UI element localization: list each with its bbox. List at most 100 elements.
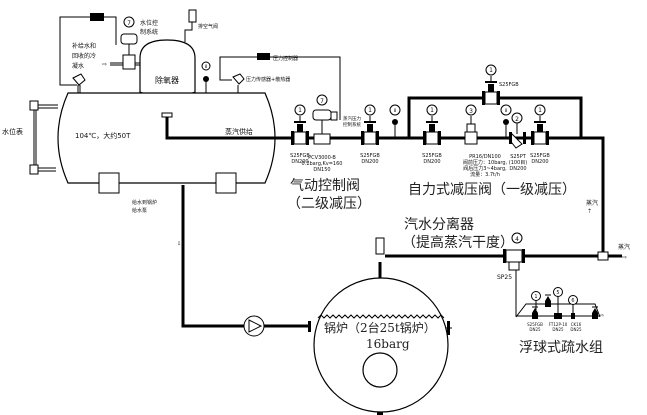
svg-text:蒸汽供给: 蒸汽供给: [225, 127, 253, 136]
pressure-sensor-icon: [232, 73, 245, 85]
svg-text:4: 4: [515, 236, 519, 243]
svg-text:蒸汽: 蒸汽: [618, 243, 630, 251]
trap-bypass-valve[interactable]: [545, 294, 551, 307]
boiler-valve[interactable]: [375, 237, 385, 255]
feedwater-pipe: [181, 185, 310, 328]
svg-text:DN25: DN25: [570, 327, 582, 332]
svg-text:PR16/DN100: PR16/DN100: [469, 154, 501, 160]
makeup-water-line: ⇨ 7 补给水和 回收的冷 凝水 水位控 制系统: [72, 16, 170, 70]
tank-saddle-right: [215, 172, 237, 194]
svg-text:S25FGB: S25FGB: [530, 153, 550, 159]
svg-text:1: 1: [489, 67, 493, 74]
svg-text:S25FGB: S25FGB: [360, 153, 380, 159]
svg-text:(100目): (100目): [509, 160, 527, 166]
svg-text:DN150: DN150: [313, 167, 330, 173]
svg-text:压力传感器+散热器: 压力传感器+散热器: [246, 76, 290, 83]
svg-text:DN200: DN200: [531, 159, 548, 165]
svg-text:8: 8: [505, 108, 508, 113]
svg-text:凝水: 凝水: [72, 62, 84, 70]
svg-text:DN200: DN200: [291, 159, 308, 165]
boiler-inlet-flange: [308, 321, 311, 332]
svg-text:0.2barg,Kv=160: 0.2barg,Kv=160: [302, 161, 343, 167]
svg-text:⇡: ⇡: [587, 208, 592, 215]
svg-text:⇨: ⇨: [622, 254, 627, 261]
trap-isolation-valve[interactable]: [532, 306, 538, 319]
steam-separator[interactable]: 4 SP25: [497, 232, 525, 281]
svg-text:1: 1: [298, 107, 302, 114]
svg-text:1: 1: [430, 107, 434, 114]
water-level-wave: [317, 314, 445, 319]
svg-text:3: 3: [469, 108, 473, 115]
check-valve[interactable]: [571, 313, 575, 319]
pressure-controller-icon: [257, 53, 270, 60]
vent-valve-icon: [188, 9, 197, 23]
svg-text:浮球式疏水组: 浮球式疏水组: [519, 340, 603, 356]
svg-text:补给水和: 补给水和: [72, 42, 96, 50]
svg-text:16barg: 16barg: [366, 337, 410, 351]
svg-text:气动控制阀: 气动控制阀: [290, 178, 360, 194]
svg-text:控制系统: 控制系统: [343, 121, 361, 128]
svg-text:制系统: 制系统: [140, 28, 158, 36]
svg-text:⇨: ⇨: [102, 61, 107, 68]
svg-text:7: 7: [127, 20, 131, 27]
pressure-control-loop: 压力控制器 压力传感器+散热器: [219, 53, 341, 120]
float-trap[interactable]: [554, 313, 562, 319]
svg-text:水位控: 水位控: [140, 19, 158, 27]
svg-text:CK16: CK16: [571, 322, 582, 327]
svg-text:1: 1: [368, 107, 372, 114]
svg-text:8: 8: [205, 64, 208, 69]
svg-text:流量：3.7t/h: 流量：3.7t/h: [470, 171, 500, 178]
svg-text:S25FGB: S25FGB: [499, 82, 519, 88]
manhole: [362, 352, 398, 388]
svg-text:水位表: 水位表: [2, 127, 23, 136]
svg-text:S25FGB: S25FGB: [527, 322, 543, 327]
svg-text:S25FGB: S25FGB: [290, 153, 310, 159]
svg-text:⇨: ⇨: [600, 313, 604, 319]
sparger-head: [161, 112, 173, 118]
pressure-gauge-1: 8: [389, 104, 401, 138]
svg-text:压力控制器: 压力控制器: [273, 55, 298, 62]
level-sensor-icon: [72, 73, 86, 86]
svg-text:除氧器: 除氧器: [155, 75, 179, 85]
svg-text:（提高蒸汽干度）: （提高蒸汽干度）: [402, 234, 514, 251]
svg-text:S25FGB: S25FGB: [422, 153, 442, 159]
feed-pump[interactable]: [243, 315, 265, 337]
pneumatic-control-valve[interactable]: 7: [312, 94, 338, 145]
svg-text:2: 2: [515, 116, 519, 123]
svg-text:蒸汽: 蒸汽: [586, 199, 598, 207]
deaerator-dome: [139, 39, 196, 99]
svg-text:7: 7: [320, 98, 324, 105]
trap-outlet-valve[interactable]: [592, 306, 598, 319]
svg-text:排空气阀: 排空气阀: [198, 23, 218, 30]
svg-text:DN25: DN25: [529, 327, 541, 332]
svg-text:1: 1: [534, 294, 537, 300]
pressure-reducing-valve[interactable]: 3: [464, 104, 478, 145]
svg-text:DN200: DN200: [361, 159, 378, 165]
svg-text:SP25: SP25: [497, 274, 512, 281]
svg-text:DN200: DN200: [509, 166, 526, 172]
strainer[interactable]: 2: [507, 112, 526, 149]
svg-text:蒸汽压力: 蒸汽压力: [343, 115, 361, 122]
water-level-gauge: 水位表: [2, 100, 58, 175]
svg-text:8: 8: [394, 108, 397, 113]
svg-text:阀后压力3~4barg,: 阀后压力3~4barg,: [463, 165, 507, 172]
svg-text:汽水分离器: 汽水分离器: [404, 216, 474, 233]
vent-valve[interactable]: 排空气阀: [184, 9, 218, 42]
deaerator-pressure-gauge: 8: [201, 61, 211, 93]
level-control-valve[interactable]: 7: [120, 16, 138, 70]
svg-text:S25PT: S25PT: [510, 154, 527, 160]
bypass-valve[interactable]: 1: [482, 64, 500, 105]
svg-text:FT12P-10: FT12P-10: [549, 322, 568, 327]
main-steam-pipe: [295, 136, 605, 257]
svg-text:给水到锅炉: 给水到锅炉: [132, 199, 157, 206]
svg-text:104℃，大约50T: 104℃，大约50T: [75, 131, 131, 140]
pressure-gauge-2: 8: [500, 104, 512, 138]
level-controller-icon: [90, 13, 104, 21]
svg-text:自力式减压阀（一级减压）: 自力式减压阀（一级减压）: [408, 182, 576, 198]
